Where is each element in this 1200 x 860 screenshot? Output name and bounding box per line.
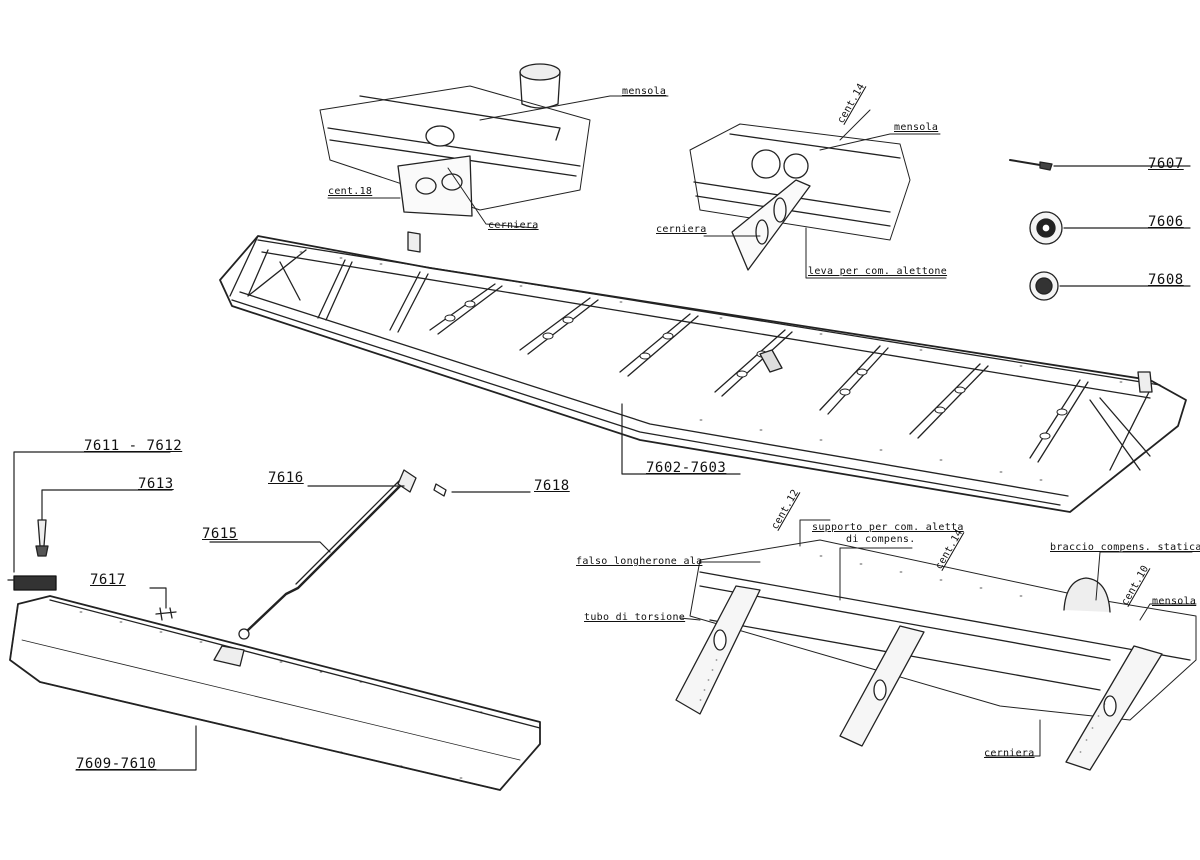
- part-number-7611-7612: 7611 - 7612: [84, 438, 183, 454]
- detail-view-bottom-right: [675, 519, 1197, 771]
- label-falso-longherone-ala: falso longherone ala: [576, 556, 703, 567]
- small-hardware: [1009, 159, 1191, 301]
- label-mensola-top-middle: mensola: [894, 122, 939, 133]
- rib-holes: [444, 300, 1068, 440]
- push-rod-assembly: [209, 469, 531, 640]
- part-number-7607: 7607: [1148, 156, 1184, 172]
- part-number-7616: 7616: [268, 470, 304, 486]
- part-number-7613: 7613: [138, 476, 174, 492]
- label-leva-per-com-alettone: leva per com. alettone: [808, 266, 948, 277]
- detail-view-top-left: [319, 63, 669, 229]
- label-braccio-compens-statica: braccio compens. statica: [1050, 542, 1200, 553]
- part-number-7618: 7618: [534, 478, 570, 494]
- part-number-7615: 7615: [202, 526, 238, 542]
- part-number-7609-7610: 7609-7610: [76, 756, 157, 772]
- trim-tab-panel: [7, 451, 541, 791]
- frame-ribs: [317, 259, 1089, 463]
- aileron-frame-assembly: [219, 231, 1187, 513]
- label-cent18: cent.18: [328, 186, 373, 197]
- part-number-7606: 7606: [1148, 214, 1184, 230]
- detail-view-top-middle: [689, 109, 947, 279]
- label-supporto-line2: di compens.: [846, 534, 916, 545]
- label-supporto-line1: supporto per com. aletta: [812, 522, 964, 533]
- label-cerniera-top-middle: cerniera: [656, 224, 707, 235]
- label-cerniera-top-left: cerniera: [488, 220, 539, 231]
- label-cerniera-bottom-right: cerniera: [984, 748, 1035, 759]
- part-number-7602-7603: 7602-7603: [646, 460, 727, 476]
- label-tubo-di-torsione: tubo di torsione: [584, 612, 686, 623]
- part-number-7617: 7617: [90, 572, 126, 588]
- label-mensola-top-left: mensola: [622, 86, 667, 97]
- part-number-7608: 7608: [1148, 272, 1184, 288]
- label-mensola-bottom-right: mensola: [1152, 596, 1197, 607]
